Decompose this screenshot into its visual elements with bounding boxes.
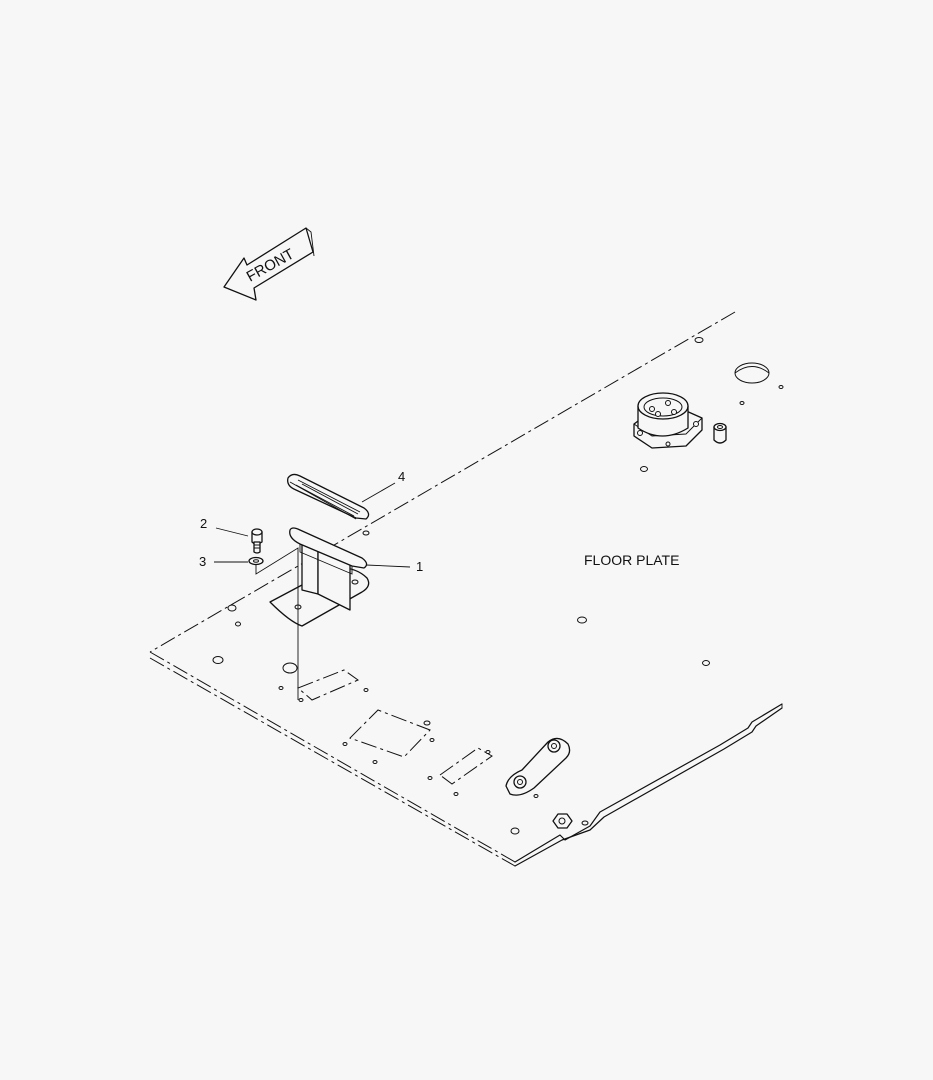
part-4-pedal-pad bbox=[287, 473, 370, 520]
floor-plate-label: FLOOR PLATE bbox=[584, 552, 679, 568]
callout-2: 2 bbox=[200, 516, 207, 531]
hex-nut bbox=[552, 813, 573, 829]
standoff-post bbox=[713, 422, 727, 444]
plate-large-hole bbox=[734, 362, 770, 384]
leader-lines bbox=[214, 482, 411, 568]
part-1-pedal-bracket bbox=[269, 527, 370, 627]
front-arrow: FRONT bbox=[223, 227, 315, 301]
callout-3: 3 bbox=[199, 554, 206, 569]
flange-fitting bbox=[633, 392, 703, 449]
linkage-bracket bbox=[505, 737, 571, 796]
assembly-lines bbox=[255, 547, 299, 700]
plate-holes bbox=[212, 337, 784, 835]
callout-4: 4 bbox=[398, 469, 405, 484]
part-2-bolt bbox=[251, 528, 263, 554]
part-3-washer bbox=[248, 556, 264, 566]
floor-plate bbox=[149, 311, 784, 867]
callout-1: 1 bbox=[416, 559, 423, 574]
